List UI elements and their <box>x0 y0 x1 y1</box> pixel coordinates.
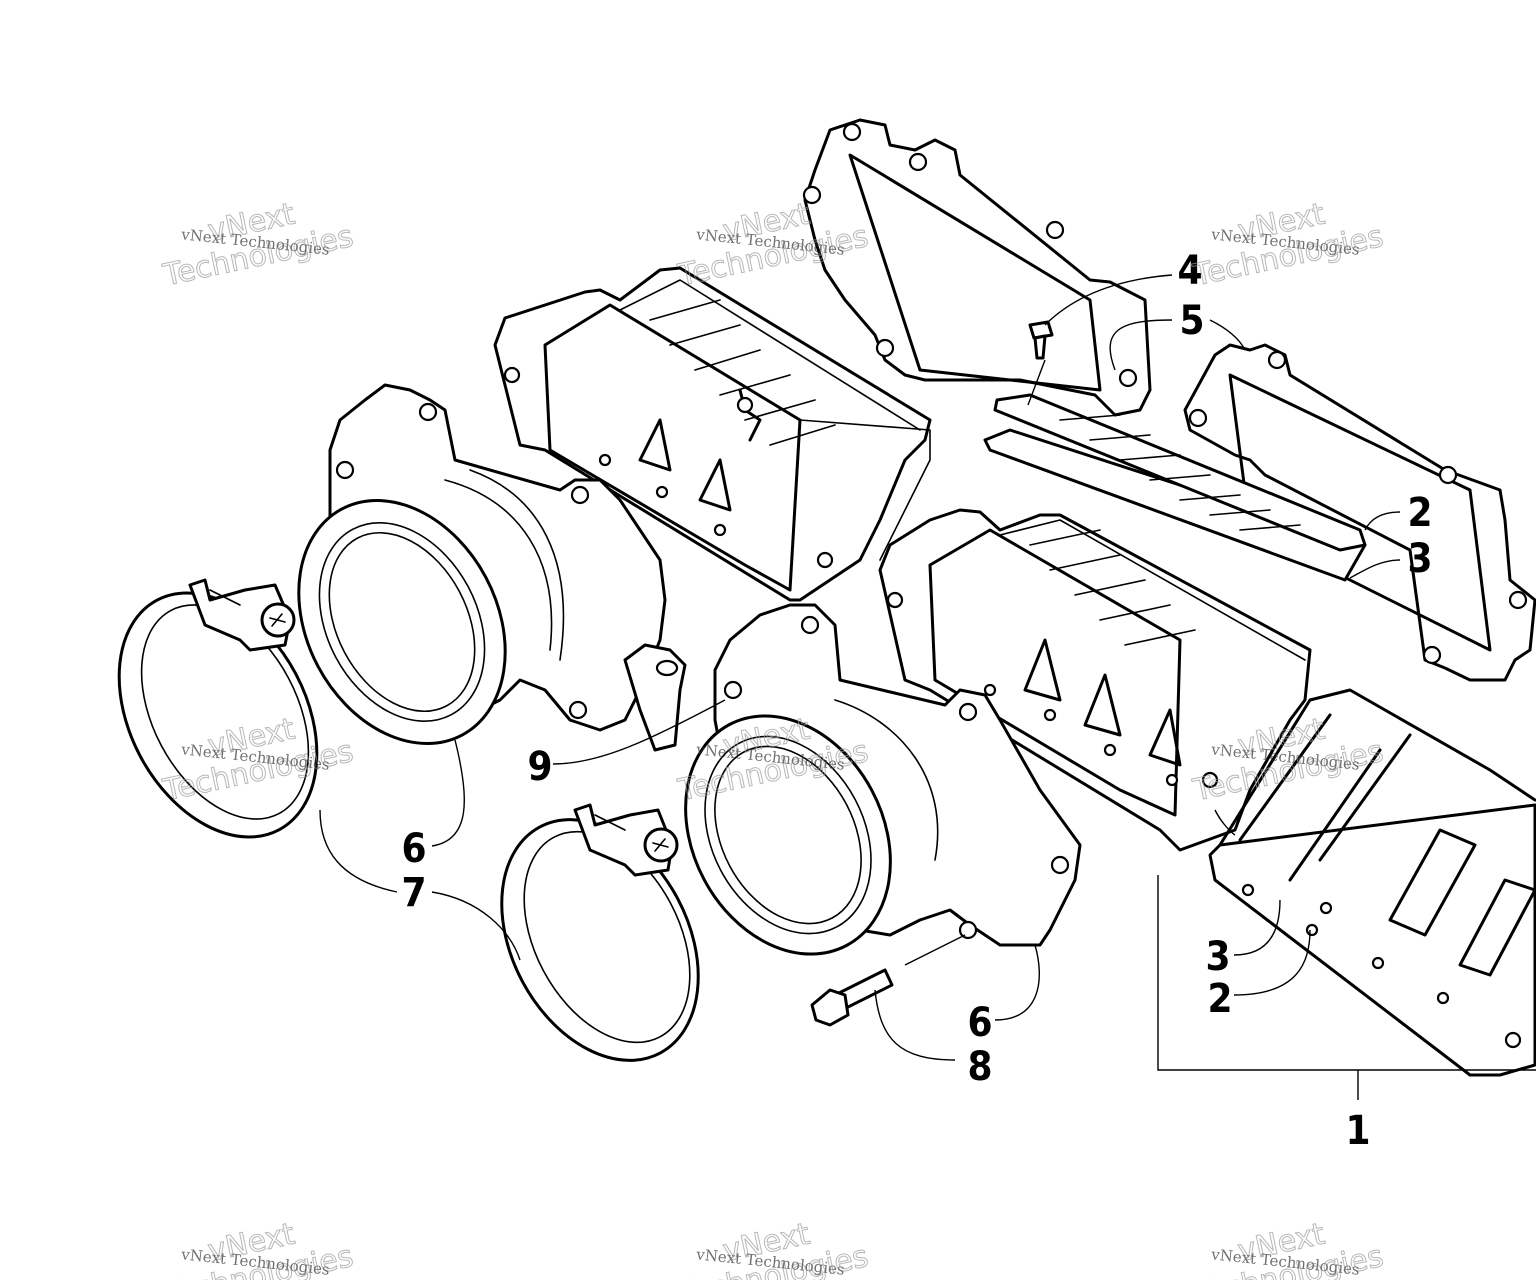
leader-lines <box>319 274 1536 1100</box>
reed-cage-housing-right <box>878 508 1312 852</box>
reed-cage-housing-left <box>493 266 932 602</box>
intake-boot-right <box>684 603 1082 956</box>
hose-clamp-right <box>500 803 700 1062</box>
callout-2-lower: 2 <box>1207 976 1232 1022</box>
reed-screw <box>1028 320 1054 360</box>
callout-3-upper: 3 <box>1407 536 1432 582</box>
callout-2-upper: 2 <box>1407 490 1432 536</box>
callout-4: 4 <box>1177 248 1202 294</box>
callout-labels: 1 2 3 4 5 6 7 9 6 8 3 2 <box>401 248 1432 1154</box>
callout-5: 5 <box>1179 298 1204 344</box>
callout-1: 1 <box>1345 1108 1370 1154</box>
hose-clamp-left <box>117 578 319 839</box>
flange-bolt <box>810 968 894 1027</box>
reed-plate-upper <box>983 393 1367 582</box>
callout-7: 7 <box>401 870 426 916</box>
bracket-clip <box>623 643 687 752</box>
callout-8: 8 <box>967 1044 992 1090</box>
callout-3-lower: 3 <box>1205 934 1230 980</box>
callout-6-right: 6 <box>967 1000 992 1046</box>
callout-6-left: 6 <box>401 826 426 872</box>
gasket-upper-right <box>1183 343 1536 682</box>
callout-9: 9 <box>527 744 552 790</box>
intake-boot-left <box>297 383 667 745</box>
gasket-upper-left <box>802 118 1152 417</box>
